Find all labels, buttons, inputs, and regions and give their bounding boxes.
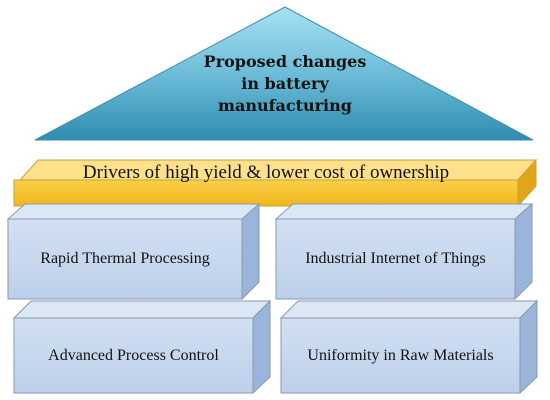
roof-title: Proposed changes in battery manufacturin…	[170, 48, 400, 120]
pillar-label-industrial-iot: Industrial Internet of Things	[305, 250, 486, 267]
pillar-label-advanced-process-control: Advanced Process Control	[48, 346, 219, 364]
pillar-box-1	[6, 202, 261, 301]
drivers-band-label: Drivers of high yield & lower cost of ow…	[82, 162, 450, 183]
roof-line-1: Proposed changes	[203, 52, 367, 71]
roof-triangle	[34, 6, 534, 141]
pillar-label-uniformity-raw-materials: Uniformity in Raw Materials	[307, 346, 494, 364]
pillar-box-3	[12, 299, 272, 395]
pillar-label-rapid-thermal-processing: Rapid Thermal Processing	[40, 250, 210, 267]
pillar-box-2	[274, 202, 534, 301]
roof-line-2: in battery	[241, 74, 329, 93]
drivers-band	[13, 158, 538, 208]
roof-line-3: manufacturing	[218, 96, 352, 115]
pillar-box-4	[279, 299, 539, 395]
